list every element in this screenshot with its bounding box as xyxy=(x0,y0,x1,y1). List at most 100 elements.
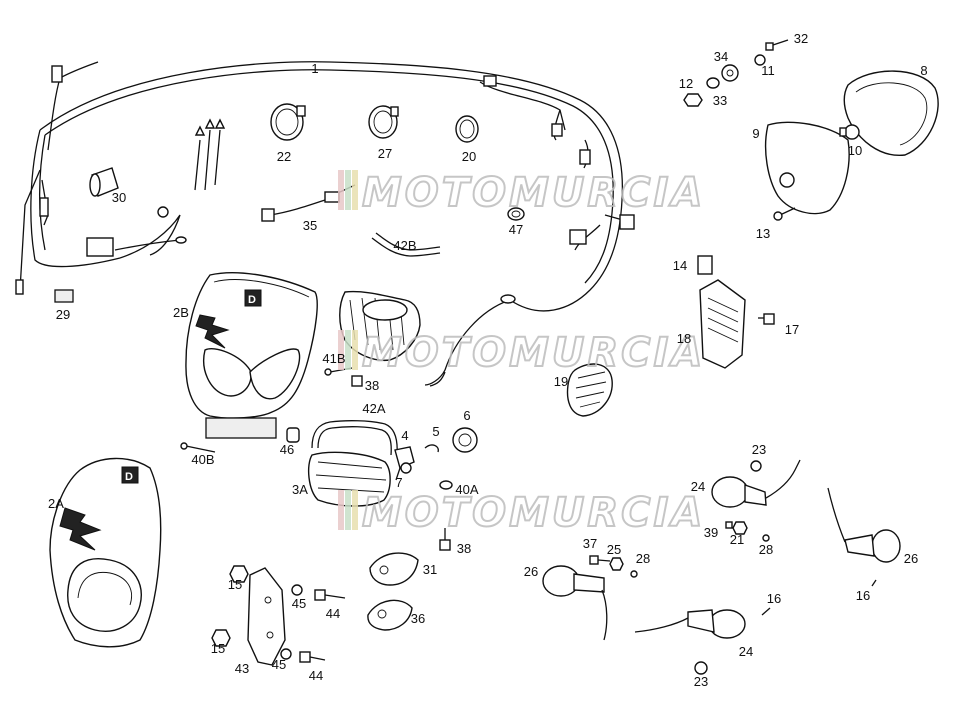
part-label-15b: 15 xyxy=(211,641,225,656)
clamp-27 xyxy=(368,105,399,139)
part-label-28b: 28 xyxy=(759,542,773,557)
part-label-8: 8 xyxy=(920,63,927,78)
part-label-20: 20 xyxy=(462,149,476,164)
cable-35 xyxy=(261,184,356,222)
part-label-42A: 42A xyxy=(362,401,385,416)
screw-16-lower xyxy=(761,607,771,616)
washer-33 xyxy=(706,77,720,89)
taillight-housing-9 xyxy=(764,121,850,215)
screw-13 xyxy=(773,207,796,221)
part-label-42B: 42B xyxy=(393,238,416,253)
wiring-harness xyxy=(15,61,635,387)
socket-4 xyxy=(394,446,415,481)
part-label-39: 39 xyxy=(704,525,718,540)
part-label-38a: 38 xyxy=(365,378,379,393)
part-label-38b: 38 xyxy=(457,541,471,556)
part-label-21: 21 xyxy=(730,532,744,547)
connector-7 xyxy=(400,462,412,474)
part-label-40A: 40A xyxy=(455,482,478,497)
part-label-24b: 24 xyxy=(739,644,753,659)
turn-signal-24-upper xyxy=(711,459,801,508)
part-label-31: 31 xyxy=(423,562,437,577)
clip-38-lower xyxy=(439,528,451,551)
part-label-16a: 16 xyxy=(767,591,781,606)
regulator-18 xyxy=(699,279,746,369)
part-label-4: 4 xyxy=(401,428,408,443)
screw-17 xyxy=(758,313,775,325)
part-label-41B: 41B xyxy=(322,351,345,366)
washer-45-lower xyxy=(280,648,292,660)
part-label-47: 47 xyxy=(509,222,523,237)
watermark-text: MOTOMURCIA xyxy=(362,490,705,536)
bulb-10 xyxy=(839,124,860,140)
part-label-46: 46 xyxy=(280,442,294,457)
part-label-26b: 26 xyxy=(904,551,918,566)
part-label-23a: 23 xyxy=(752,442,766,457)
part-label-37: 37 xyxy=(583,536,597,551)
watermark-logo-lower: MOTOMURCIA xyxy=(338,489,705,537)
part-label-35: 35 xyxy=(303,218,317,233)
part-label-12: 12 xyxy=(679,76,693,91)
part-label-33: 33 xyxy=(713,93,727,108)
horn-19 xyxy=(566,363,613,417)
watermark-logo-middle: MOTOMURCIA xyxy=(338,329,703,377)
svg-text:D: D xyxy=(125,471,133,483)
fuse-29 xyxy=(54,289,74,303)
clamp-20 xyxy=(455,115,479,143)
part-label-32: 32 xyxy=(794,31,808,46)
bolt-44-upper xyxy=(314,589,346,601)
bushing-34 xyxy=(721,64,739,82)
part-label-28a: 28 xyxy=(636,551,650,566)
part-label-23b: 23 xyxy=(694,674,708,689)
bulb-23-lower xyxy=(694,661,708,675)
screw-40b xyxy=(180,442,216,453)
part-label-18: 18 xyxy=(677,331,691,346)
watermark-logo-upper: MOTOMURCIA xyxy=(338,169,705,217)
watermark-text: MOTOMURCIA xyxy=(362,170,705,216)
part-label-14: 14 xyxy=(673,258,687,273)
headlight-3a xyxy=(307,451,391,507)
bolt-37 xyxy=(589,555,611,565)
part-label-45a: 45 xyxy=(292,596,306,611)
part-label-44b: 44 xyxy=(309,668,323,683)
part-label-16b: 16 xyxy=(856,588,870,603)
turn-signal-24-lower xyxy=(634,609,746,639)
nut-25 xyxy=(609,557,624,571)
part-label-36: 36 xyxy=(411,611,425,626)
part-label-40B: 40B xyxy=(191,452,214,467)
bracket-31 xyxy=(369,552,419,586)
clip-5 xyxy=(424,444,439,453)
part-label-11: 11 xyxy=(761,63,775,78)
part-label-7: 7 xyxy=(395,475,402,490)
part-label-9: 9 xyxy=(752,126,759,141)
part-label-5: 5 xyxy=(432,424,439,439)
plate-43 xyxy=(247,567,286,666)
bolt-39 xyxy=(725,521,733,529)
nut-40a xyxy=(439,480,453,490)
tube-42b xyxy=(371,232,441,257)
screw-16-right xyxy=(871,579,877,587)
part-label-10: 10 xyxy=(848,143,862,158)
part-label-2B: 2B xyxy=(173,305,189,320)
screw-32 xyxy=(765,39,789,51)
taillight-lens-8 xyxy=(843,70,939,156)
nut-21 xyxy=(732,521,748,535)
part-label-17: 17 xyxy=(785,322,799,337)
part-label-29: 29 xyxy=(56,307,70,322)
bolt-44-lower xyxy=(299,651,326,663)
front-cover-2a: D xyxy=(49,457,162,648)
part-label-22: 22 xyxy=(277,149,291,164)
part-label-27: 27 xyxy=(378,146,392,161)
clamp-22 xyxy=(270,103,306,141)
washer-28-lower xyxy=(630,570,638,578)
part-label-45b: 45 xyxy=(272,657,286,672)
turn-signal-26-left xyxy=(542,565,608,641)
washer-28-upper xyxy=(762,534,770,542)
bulb-6 xyxy=(452,427,478,453)
nut-15-lower xyxy=(211,629,231,647)
part-label-44a: 44 xyxy=(326,606,340,621)
front-cover-2b: D xyxy=(185,272,318,439)
part-label-3A: 3A xyxy=(292,482,308,497)
bracket-36 xyxy=(367,599,413,631)
